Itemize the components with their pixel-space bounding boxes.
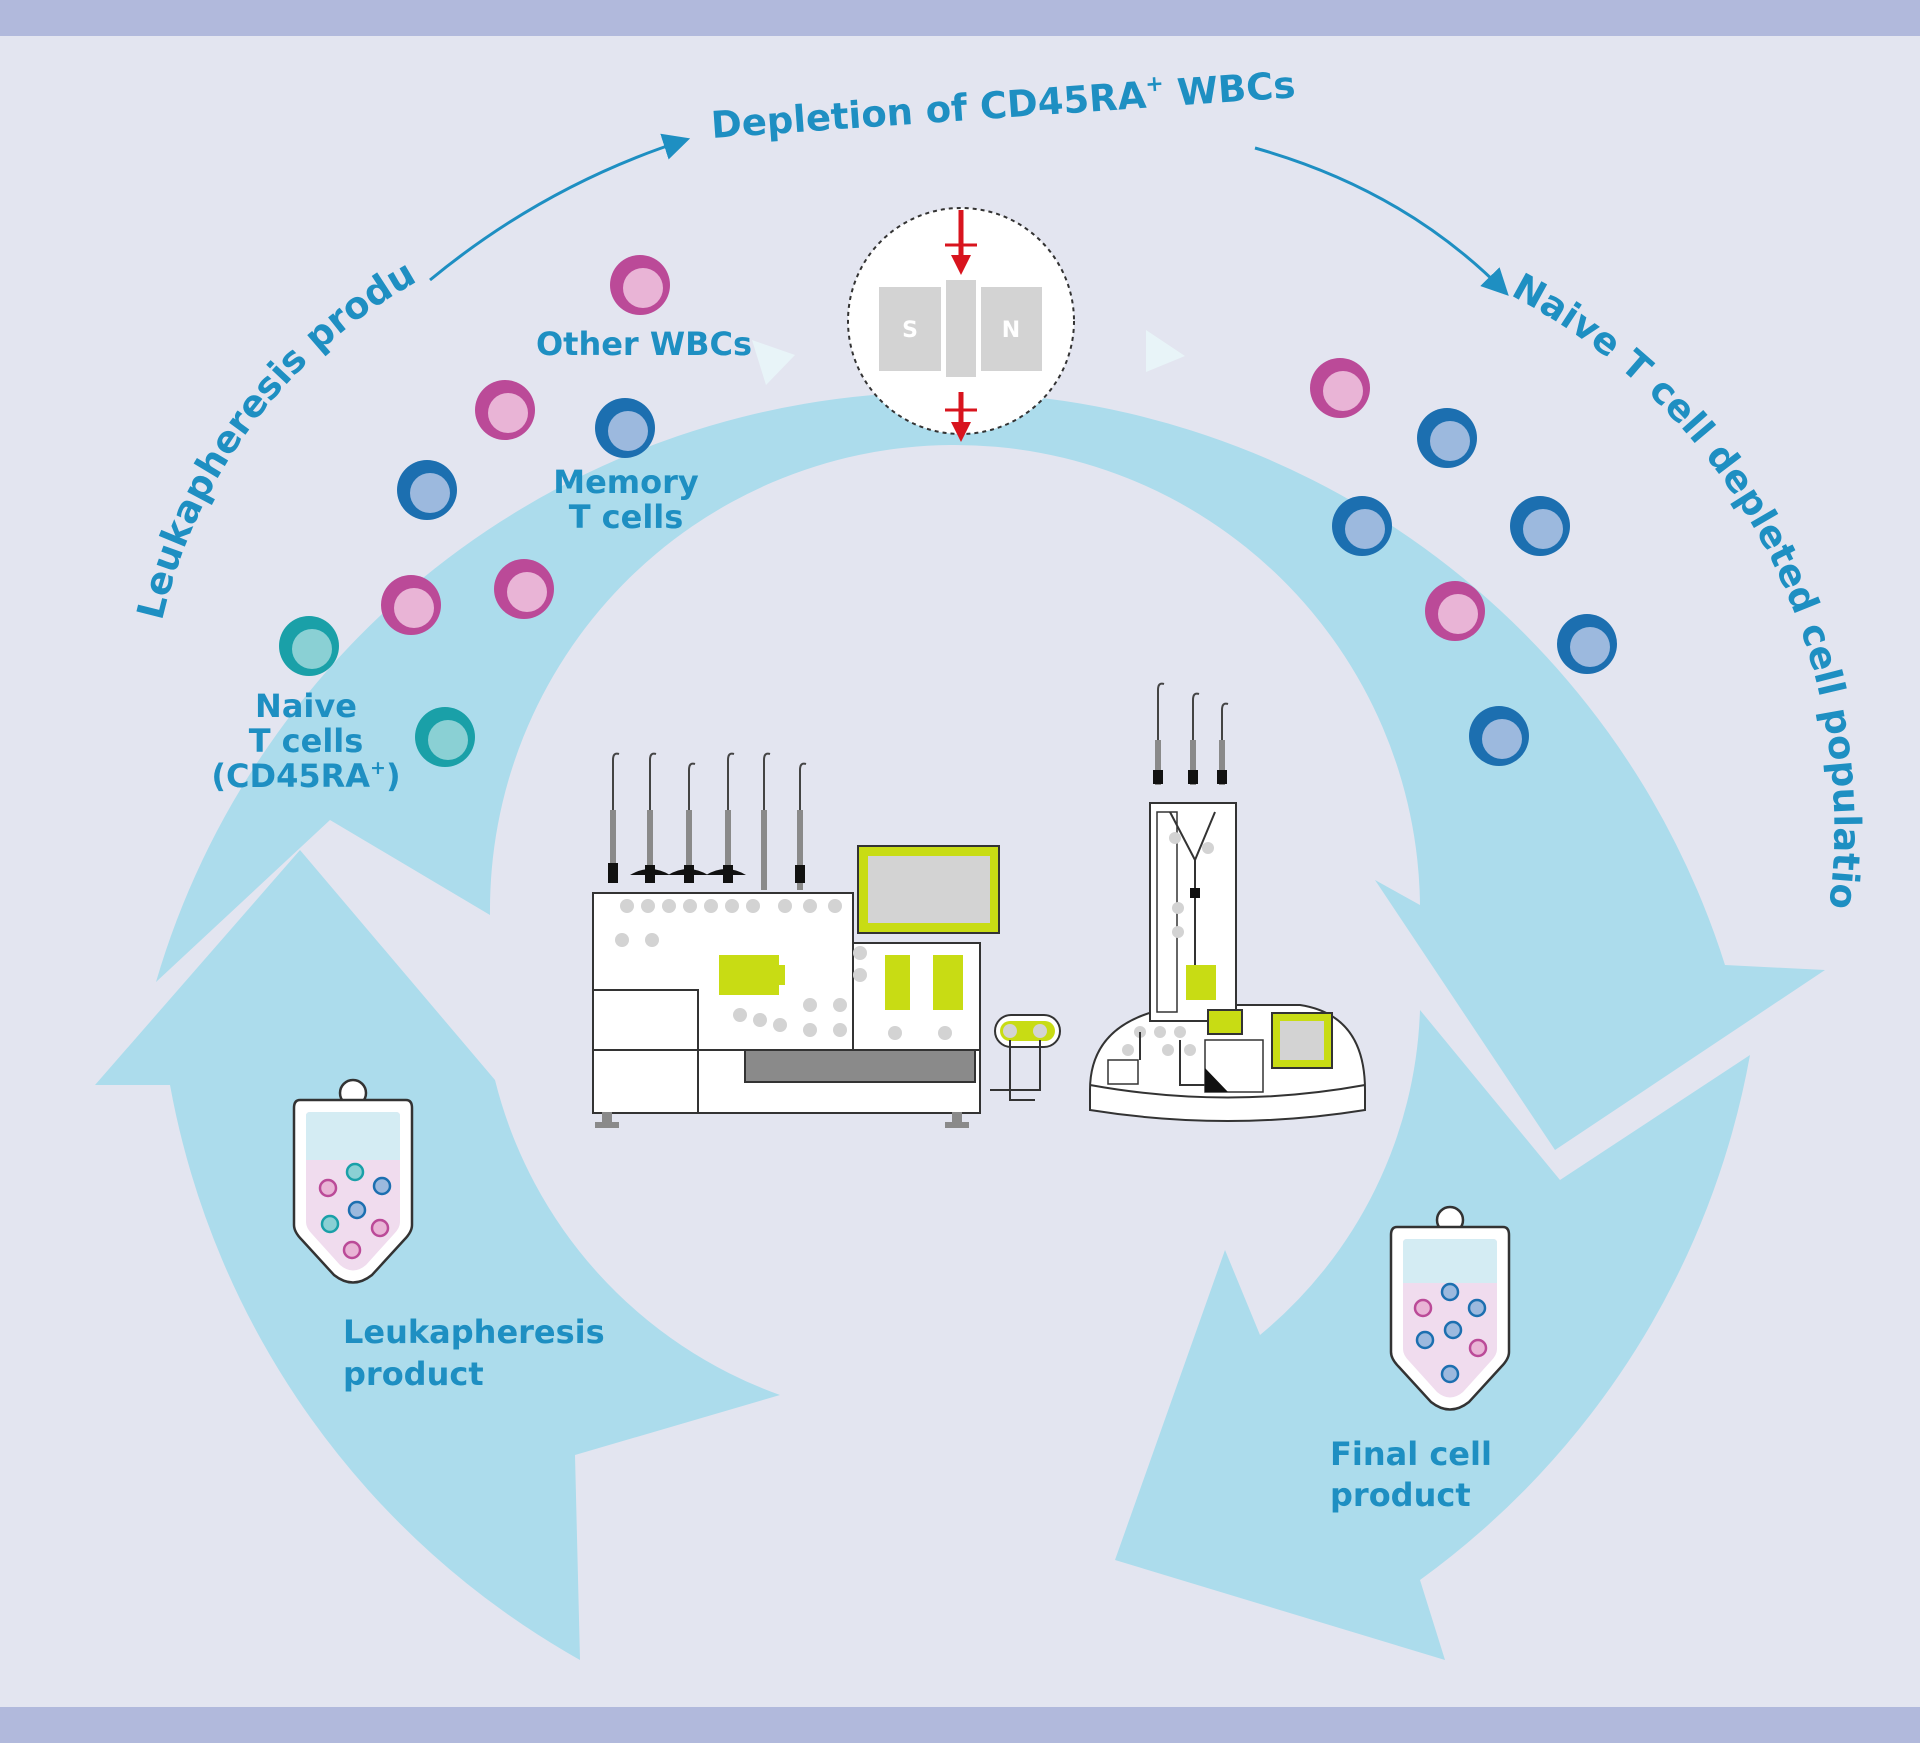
flow-chevron-icon (1146, 330, 1185, 372)
legend-memory-line1: Memory (553, 463, 699, 501)
magnet-separation-icon: S N (847, 207, 1075, 442)
memory-t-cell (397, 460, 457, 520)
magnet-north-block (981, 287, 1042, 371)
legend-other-wbcs: Other WBCs (536, 325, 752, 363)
blood-bag-icon (1389, 1205, 1511, 1411)
input-cells (279, 255, 670, 767)
memory-t-cell (595, 398, 655, 458)
top-band (0, 0, 1920, 36)
other-wbc-cell (494, 559, 554, 619)
memory-t-cell (1332, 496, 1392, 556)
memory-t-cell (1510, 496, 1570, 556)
flow-chevron-icon (752, 340, 795, 385)
other-wbc-cell (475, 380, 535, 440)
other-wbc-cell (1425, 581, 1485, 641)
other-wbc-cell (381, 575, 441, 635)
bottom-band (0, 1707, 1920, 1743)
legend-naive-line3-post: ) (386, 757, 401, 795)
other-wbc-cell (1310, 358, 1370, 418)
output-bag-label-line1: Final cell (1330, 1435, 1492, 1473)
legend-naive-line3-sup: + (370, 757, 386, 779)
instrument-tray (744, 1049, 976, 1083)
title-left-arrow (429, 133, 691, 282)
magnet-core (946, 280, 976, 377)
cell-processing-instrument-icon (592, 752, 1061, 1128)
left-flow-arrow (95, 850, 780, 1660)
input-bag-label-line2: product (343, 1355, 484, 1393)
memory-t-cell (1557, 614, 1617, 674)
blood-bag-icon (292, 1078, 414, 1284)
title-tail: WBCs (1163, 63, 1297, 115)
legend-naive-line1: Naive (255, 687, 357, 725)
title-right-arrow (1254, 146, 1509, 296)
magnet-north-label: N (1002, 318, 1020, 343)
column-holder-instrument-icon (1089, 682, 1366, 1122)
magnet-south-label: S (902, 318, 918, 343)
legend-naive-line2: T cells (249, 722, 364, 760)
memory-t-cell (1469, 706, 1529, 766)
naive-t-cell (415, 707, 475, 767)
legend-naive-line3: (CD45RA+) (211, 757, 400, 795)
output-bag-label-line2: product (1330, 1476, 1471, 1514)
legend-naive-line3-pre: (CD45RA (211, 757, 370, 795)
naive-t-cell (279, 616, 339, 676)
input-bag-label-line1: Leukapheresis (343, 1313, 605, 1351)
title-sup: + (1144, 71, 1164, 97)
output-cells (1310, 358, 1617, 766)
top-flow-arrow (156, 391, 1825, 1151)
other-wbc-cell (610, 255, 670, 315)
magnet-south-block (879, 287, 941, 371)
memory-t-cell (1417, 408, 1477, 468)
legend-memory-line2: T cells (569, 498, 684, 536)
